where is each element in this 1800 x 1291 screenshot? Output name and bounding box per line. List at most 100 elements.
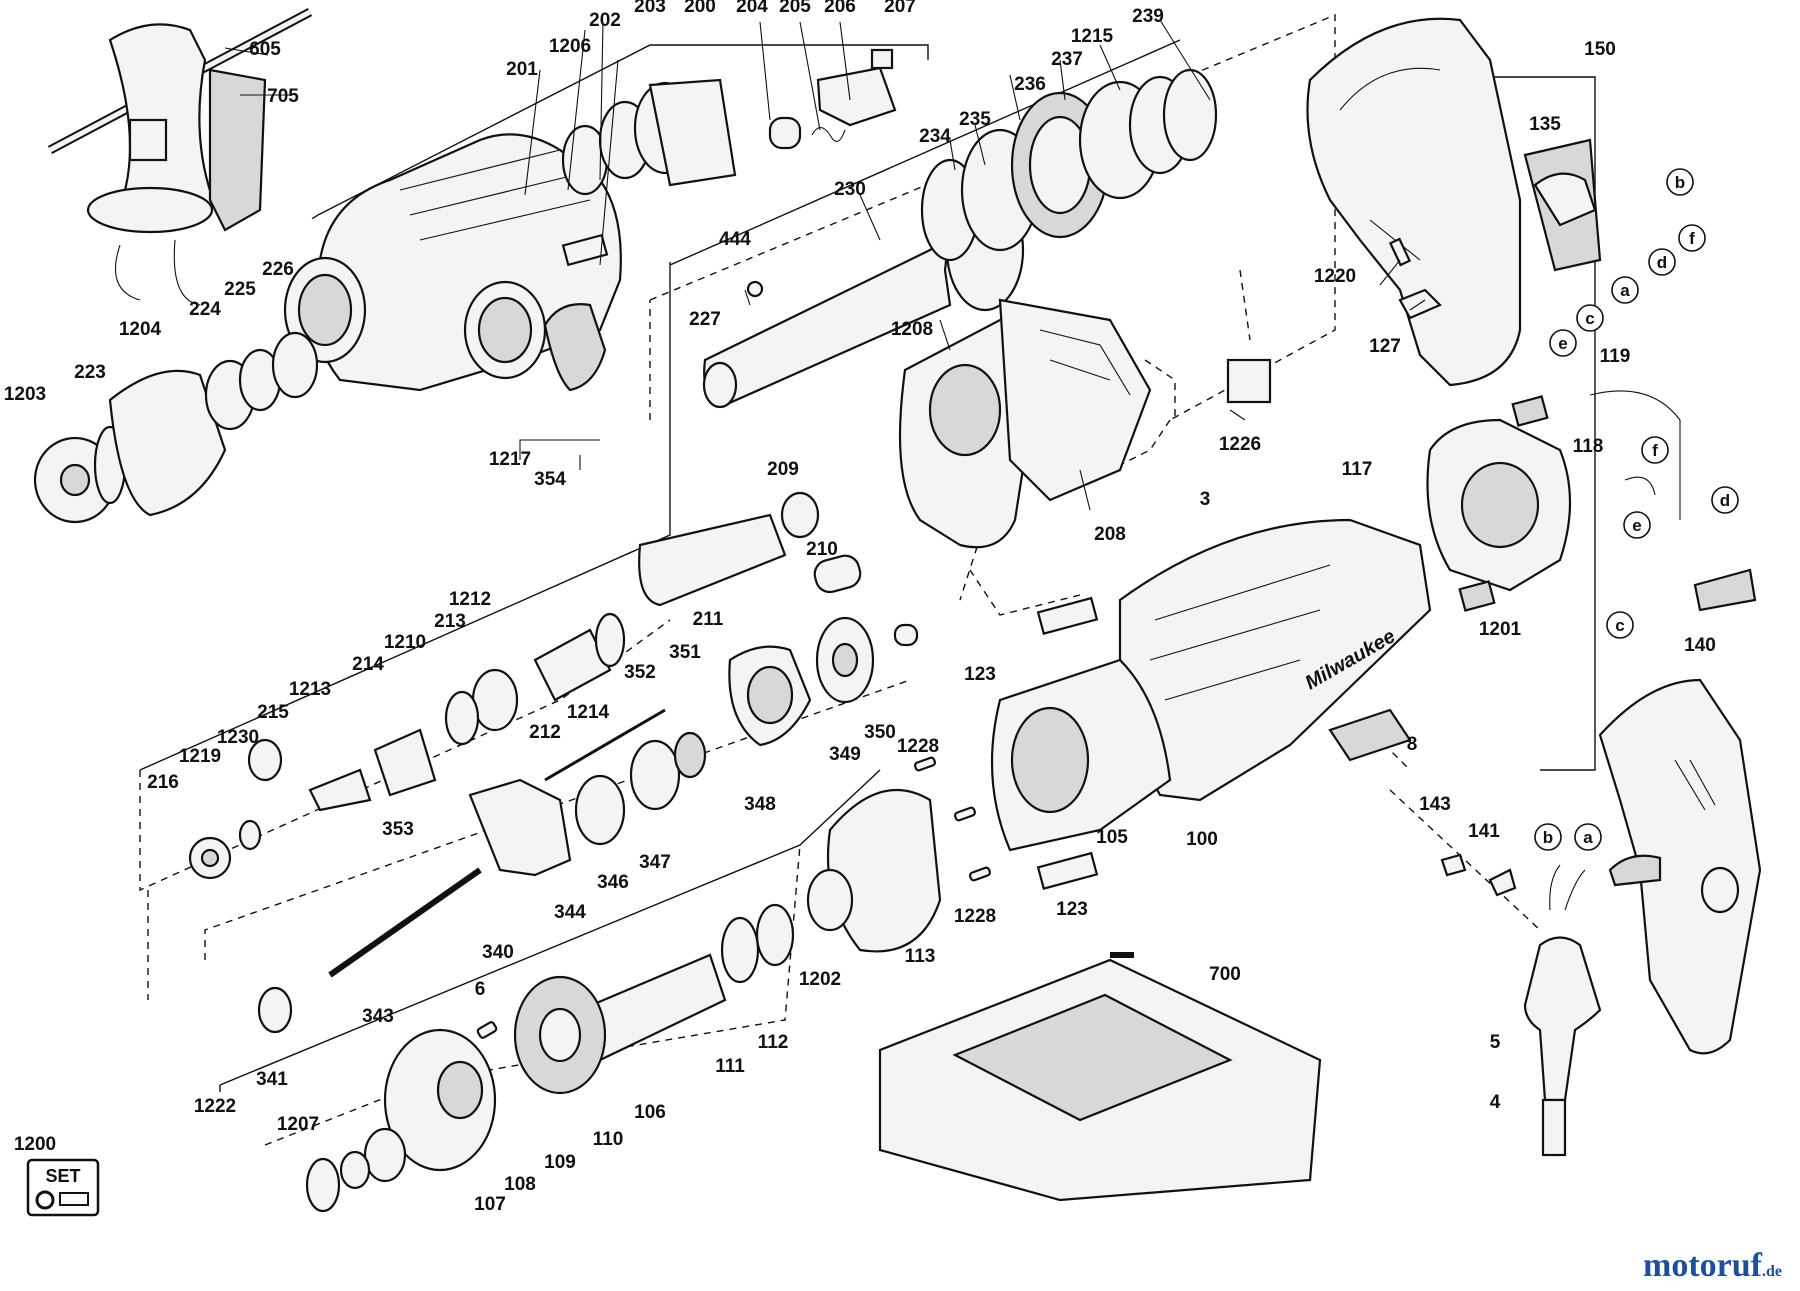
part-label-p352: 352 bbox=[624, 662, 656, 683]
part-label-p135: 135 bbox=[1529, 114, 1561, 135]
part-label-p1228b: 1228 bbox=[954, 906, 996, 927]
part-label-p123a: 123 bbox=[964, 664, 996, 685]
callout-circle-pd1 bbox=[1648, 248, 1676, 276]
part-label-p1215: 1215 bbox=[1071, 26, 1114, 47]
part-label-p1219: 1219 bbox=[179, 746, 221, 767]
part-label-p143: 143 bbox=[1419, 794, 1451, 815]
part-label-pd2: d bbox=[1720, 491, 1730, 510]
callout-circle-pf2 bbox=[1641, 436, 1669, 464]
part-label-p108: 108 bbox=[504, 1174, 536, 1195]
part-label-p127: 127 bbox=[1369, 336, 1401, 357]
part-label-pd1: d bbox=[1657, 253, 1667, 272]
part-label-p4: 4 bbox=[1490, 1092, 1501, 1113]
tool-holder-front bbox=[33, 331, 319, 524]
part-label-p353: 353 bbox=[382, 819, 414, 840]
callout-circle-pc1 bbox=[1576, 304, 1604, 332]
part-label-p1213: 1213 bbox=[289, 679, 331, 700]
part-label-p212: 212 bbox=[529, 722, 561, 743]
part-label-pe2: e bbox=[1632, 516, 1641, 535]
part-label-p123b: 123 bbox=[1056, 899, 1088, 920]
front-rings bbox=[561, 48, 897, 196]
callout-circle-pb1 bbox=[1666, 168, 1694, 196]
part-label-p1230: 1230 bbox=[217, 727, 259, 748]
part-label-p605: 605 bbox=[249, 39, 281, 60]
part-label-p107: 107 bbox=[474, 1194, 506, 1215]
part-label-pe1: e bbox=[1558, 334, 1567, 353]
power-cord bbox=[1440, 853, 1602, 1157]
part-label-p100: 100 bbox=[1186, 829, 1218, 850]
part-label-p354: 354 bbox=[534, 469, 566, 490]
part-label-p5: 5 bbox=[1490, 1032, 1501, 1053]
part-label-p203: 203 bbox=[634, 0, 666, 17]
part-label-p211: 211 bbox=[693, 609, 724, 630]
part-label-p150: 150 bbox=[1584, 39, 1616, 60]
watermark-text: motoruf.de bbox=[1643, 1247, 1782, 1285]
part-label-p1214: 1214 bbox=[567, 702, 610, 723]
part-label-p1220: 1220 bbox=[1314, 266, 1356, 287]
part-label-p344: 344 bbox=[554, 902, 586, 923]
part-label-p700: 700 bbox=[1209, 964, 1241, 985]
side-handle-assembly bbox=[47, 8, 313, 306]
part-label-p226: 226 bbox=[262, 259, 294, 280]
part-label-p351: 351 bbox=[669, 642, 701, 663]
part-label-p340: 340 bbox=[482, 942, 514, 963]
part-label-p215: 215 bbox=[257, 702, 289, 723]
part-label-p109: 109 bbox=[544, 1152, 576, 1173]
percussion-mechanism bbox=[188, 491, 862, 880]
part-label-p227: 227 bbox=[689, 309, 721, 330]
part-label-p1210: 1210 bbox=[384, 632, 426, 653]
callout-circle-pf1 bbox=[1678, 224, 1706, 252]
part-label-p1226: 1226 bbox=[1219, 434, 1261, 455]
part-label-p223: 223 bbox=[74, 362, 106, 383]
part-label-p1204: 1204 bbox=[119, 319, 162, 340]
callout-circle-pa1 bbox=[1611, 276, 1639, 304]
part-label-p343: 343 bbox=[362, 1006, 394, 1027]
part-label-p213: 213 bbox=[434, 611, 466, 632]
part-label-pa1: a bbox=[1620, 281, 1630, 300]
part-label-p1206: 1206 bbox=[549, 36, 591, 57]
part-label-p1222: 1222 bbox=[194, 1096, 236, 1117]
callout-circle-pe2 bbox=[1623, 511, 1651, 539]
part-label-p140: 140 bbox=[1684, 635, 1716, 656]
part-label-p236: 236 bbox=[1014, 74, 1046, 95]
brush-holder-plate bbox=[1426, 390, 1757, 612]
clutch-gear-set bbox=[920, 68, 1218, 262]
part-label-p1203: 1203 bbox=[4, 384, 46, 405]
part-label-p8: 8 bbox=[1407, 734, 1418, 755]
part-label-p1202: 1202 bbox=[799, 969, 841, 990]
part-label-p347: 347 bbox=[639, 852, 671, 873]
part-label-p1201: 1201 bbox=[1479, 619, 1522, 640]
part-label-p349: 349 bbox=[829, 744, 861, 765]
armature-assembly bbox=[305, 903, 795, 1213]
intermediate-flange bbox=[898, 298, 1272, 549]
part-label-p141: 141 bbox=[1468, 821, 1500, 842]
carry-case bbox=[878, 952, 1322, 1202]
field-stator bbox=[990, 658, 1172, 852]
callout-circle-pb3 bbox=[1534, 823, 1562, 851]
part-label-p230: 230 bbox=[834, 179, 866, 200]
part-label-p117: 117 bbox=[1342, 459, 1373, 480]
part-label-p111: 111 bbox=[715, 1056, 745, 1077]
part-label-p1217: 1217 bbox=[489, 449, 531, 470]
part-label-p201: 201 bbox=[506, 59, 538, 80]
part-label-p224: 224 bbox=[189, 299, 221, 320]
part-label-p234: 234 bbox=[919, 126, 951, 147]
callout-circle-pe1 bbox=[1549, 329, 1577, 357]
motor-housing bbox=[1036, 518, 1432, 890]
part-label-p235: 235 bbox=[959, 109, 991, 130]
part-label-pc1: c bbox=[1585, 309, 1594, 328]
set-badge: SET bbox=[26, 1158, 100, 1217]
part-label-p1228a: 1228 bbox=[897, 736, 939, 757]
part-label-p705: 705 bbox=[267, 86, 299, 107]
part-label-p118: 118 bbox=[1573, 436, 1604, 457]
callout-circle-pa3 bbox=[1574, 823, 1602, 851]
part-label-p348: 348 bbox=[744, 794, 776, 815]
part-label-p237: 237 bbox=[1051, 49, 1083, 70]
part-label-p216: 216 bbox=[147, 772, 179, 793]
part-label-p208: 208 bbox=[1094, 524, 1126, 545]
part-label-p214: 214 bbox=[352, 654, 384, 675]
part-label-p210: 210 bbox=[806, 539, 838, 560]
watermark-main: motoruf bbox=[1643, 1247, 1762, 1284]
